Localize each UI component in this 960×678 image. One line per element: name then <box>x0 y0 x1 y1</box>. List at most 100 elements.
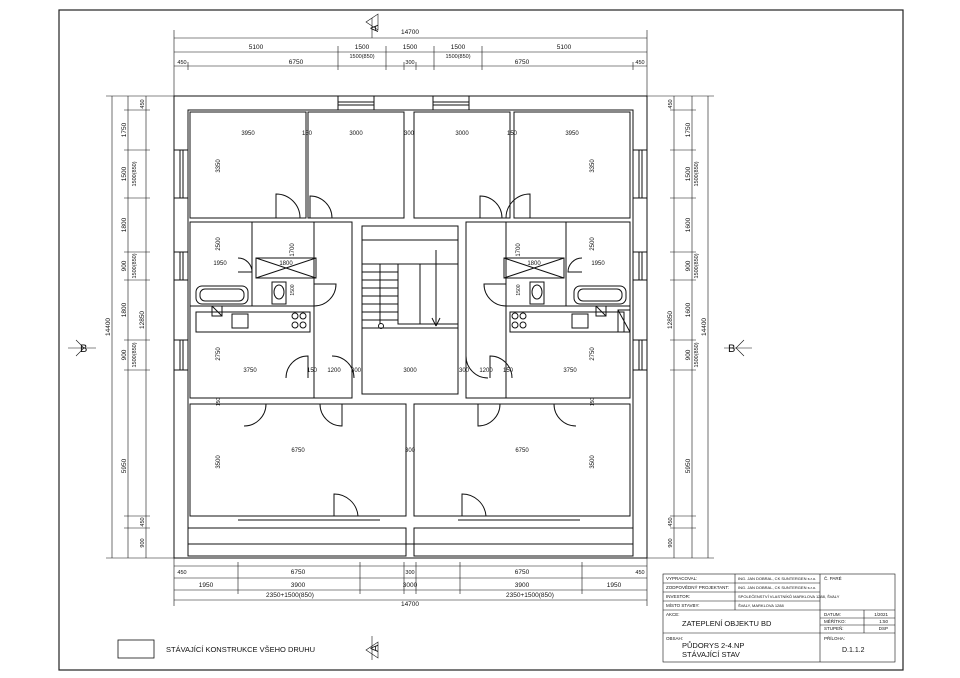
dim-top-r1: 5100 <box>557 44 572 51</box>
dim-left-chain: 900 <box>140 538 146 547</box>
dim-right-chain: 1500 <box>685 166 692 181</box>
dim-top-r1: 1500 <box>403 44 418 51</box>
dim-bottom-r2: 3000 <box>403 582 418 589</box>
room-dim: 1800 <box>279 261 293 267</box>
room-dim: 1800 <box>527 261 541 267</box>
tb-priloha-value: D.1.1.2 <box>842 647 865 654</box>
room-dim: 150 <box>302 131 313 137</box>
dim-left-chain: 1500(850) <box>132 161 138 186</box>
room-dim: 1500 <box>516 284 522 295</box>
dim-left-chain: 1500(850) <box>132 253 138 278</box>
dim-right-chain: 900 <box>685 260 692 271</box>
room-dim: 300 <box>351 368 362 374</box>
room-dim: 6750 <box>291 448 305 454</box>
dim-right-chain: 450 <box>668 99 674 108</box>
room-dim: 1500 <box>290 284 296 295</box>
room-dim: 2500 <box>216 237 222 251</box>
tb-akce-label: AKCE: <box>666 612 680 617</box>
room-dim: 3000 <box>403 368 417 374</box>
title-block <box>662 573 896 663</box>
dim-right-chain: 450 <box>668 517 674 526</box>
tb-row-value: SPOLEČENSTVÍ VLASTNÍKŮ MARKLOVA 1288, ŠV… <box>738 594 840 599</box>
legend-label: STÁVAJÍCÍ KONSTRUKCE VŠEHO DRUHU <box>166 645 315 654</box>
dim-bottom-r1: 6750 <box>515 569 530 576</box>
dim-left-chain: 1750 <box>121 122 128 137</box>
tb-row-key: VYPRACOVAL: <box>666 576 697 581</box>
dim-bottom-r2: 3900 <box>515 582 530 589</box>
room-dim: 2750 <box>216 347 222 361</box>
dim-left-chain: 900 <box>121 260 128 271</box>
room-dim: 150 <box>590 398 596 407</box>
dim-left-total: 14400 <box>105 318 112 336</box>
dim-right-chain: 1500(850) <box>694 161 700 186</box>
dim-top-r2: 1500(850) <box>445 54 470 60</box>
section-b-left: B <box>80 343 87 355</box>
dim-top-r1: 1500 <box>355 44 370 51</box>
room-dim: 3500 <box>216 455 222 469</box>
dim-left-mid: 12850 <box>139 311 146 329</box>
sheet-frame <box>58 9 904 671</box>
dim-bottom-r2: 1950 <box>607 582 622 589</box>
dim-left-chain: 5950 <box>121 458 128 473</box>
dim-top-r1: 1500 <box>451 44 466 51</box>
dim-right-chain: 5950 <box>685 458 692 473</box>
dim-bottom-r2: 1950 <box>199 582 214 589</box>
tb-pare-label: Č. PARÉ <box>824 575 842 581</box>
tb-stupen-label: STUPEŇ: <box>824 625 844 631</box>
room-dim: 300 <box>405 448 416 454</box>
room-dim: 300 <box>459 368 470 374</box>
dim-bottom-r3: 2350+1500(850) <box>266 592 314 599</box>
room-dim: 2500 <box>590 237 596 251</box>
dim-right-chain: 900 <box>668 538 674 547</box>
dim-right-chain: 1600 <box>685 302 692 317</box>
tb-obsah-label: OBSAH: <box>666 636 683 641</box>
legend-swatch <box>117 639 155 659</box>
dim-left-chain: 450 <box>140 517 146 526</box>
room-dim: 1700 <box>516 243 522 257</box>
tb-row-value: ING. JAN DOBRAL, CK SUNTERGEN s.r.o. <box>738 585 816 590</box>
room-dim: 3750 <box>243 368 257 374</box>
dim-right-total: 14400 <box>701 318 708 336</box>
room-dim: 300 <box>404 131 415 137</box>
tb-row-value: ING. JAN DOBRAL, CK SUNTERGEN s.r.o. <box>738 576 816 581</box>
room-dim: 1950 <box>591 261 605 267</box>
tb-row-value: ŠVALY, MARKLOVA 1288 <box>738 603 785 608</box>
room-dim: 1700 <box>290 243 296 257</box>
room-dim: 1950 <box>213 261 227 267</box>
section-a-top: A <box>369 24 381 32</box>
tb-obsah-line2: STÁVAJÍCÍ STAV <box>682 650 740 659</box>
dim-top-r1: 5100 <box>249 44 264 51</box>
dim-right-chain: 1600 <box>685 217 692 232</box>
room-dim: 3350 <box>216 159 222 173</box>
dim-left-chain: 1500 <box>121 166 128 181</box>
room-dim: 1200 <box>479 368 493 374</box>
dim-bottom-r3: 2350+1500(850) <box>506 592 554 599</box>
tb-akce-value: ZATEPLENÍ OBJEKTU BD <box>682 619 772 628</box>
dim-right-chain: 1500(850) <box>694 342 700 367</box>
room-dim: 3350 <box>590 159 596 173</box>
tb-datum-value: 1/2021 <box>874 612 888 617</box>
dim-top-r2: 300 <box>405 60 414 66</box>
room-dim: 3000 <box>455 131 469 137</box>
dim-bottom-r1: 6750 <box>291 569 306 576</box>
room-dimension-labels: 3950 3350 3000 3000 3950 3350 150 300 15… <box>213 131 605 469</box>
tb-priloha-label: PŘÍLOHA: <box>824 634 845 641</box>
dim-right-chain: 1500(850) <box>694 253 700 278</box>
dim-left-chain: 1800 <box>121 302 128 317</box>
section-marks: A A B B <box>80 24 735 652</box>
tb-meritko-value: 1:50 <box>879 619 888 624</box>
tb-datum-label: DATUM: <box>824 612 841 617</box>
tb-obsah-line1: PŮDORYS 2-4.NP <box>682 641 744 650</box>
room-dim: 3950 <box>565 131 579 137</box>
tb-meritko-label: MĚŘÍTKO: <box>824 617 846 624</box>
tb-row-key: MÍSTO STAVBY: <box>666 602 700 608</box>
section-b-right: B <box>728 343 735 355</box>
room-dim: 2750 <box>590 347 596 361</box>
dim-bottom-r1: 450 <box>177 570 186 576</box>
tb-stupen-value: DSP <box>879 626 888 631</box>
room-dim: 150 <box>503 368 514 374</box>
dim-top-r2: 6750 <box>515 59 530 66</box>
dim-left-chain: 900 <box>121 349 128 360</box>
